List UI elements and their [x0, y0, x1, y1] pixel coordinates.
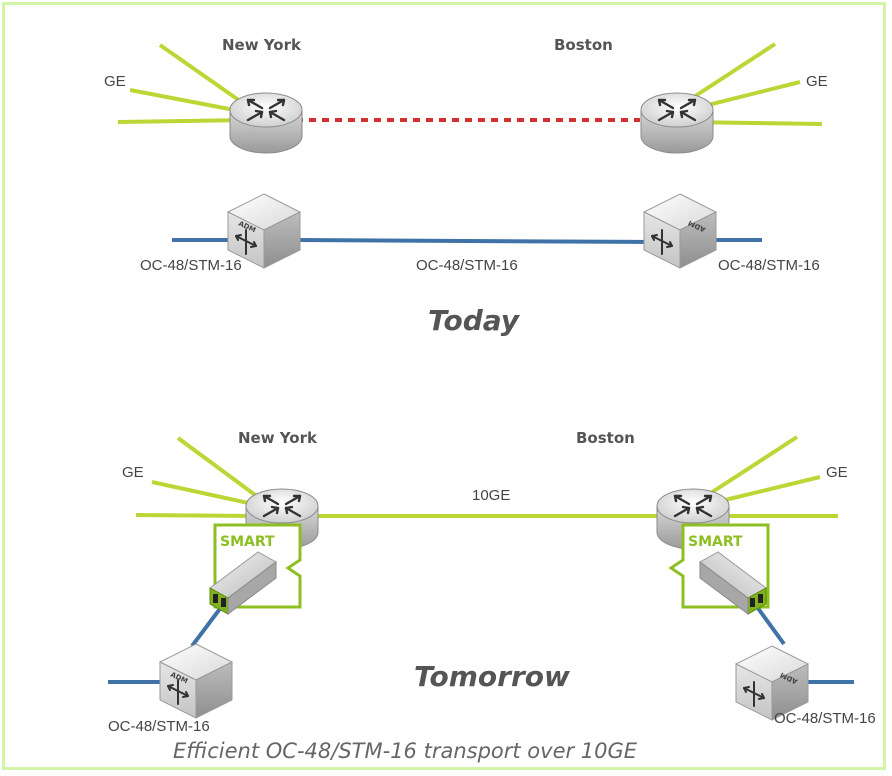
tomorrow-ge-label-right: GE: [826, 464, 848, 481]
today-ge-label-left: GE: [104, 73, 126, 90]
smart-logo: SMART: [688, 534, 743, 550]
today-heading: Today: [428, 304, 521, 337]
tomorrow-oc-label-left: OC-48/STM-16: [108, 718, 210, 735]
today-oc-label-right: OC-48/STM-16: [718, 257, 820, 274]
tomorrow-oc-label-right: OC-48/STM-16: [774, 710, 876, 727]
tomorrow-heading: Tomorrow: [414, 660, 570, 693]
today-city-right: Boston: [554, 36, 613, 54]
tomorrow-ge-label-left: GE: [122, 464, 144, 481]
today-section: ADM ADM New York Boston GE GE OC-48/STM-…: [104, 36, 828, 337]
smart-logo: SMART: [220, 534, 275, 550]
tomorrow-city-right: Boston: [576, 429, 635, 447]
tomorrow-link-label: 10GE: [472, 487, 510, 504]
today-city-left: New York: [222, 36, 302, 54]
today-oc-label-middle: OC-48/STM-16: [416, 257, 518, 274]
tomorrow-section: SMART SMART ADM ADM New York Boston GE G…: [108, 429, 876, 735]
adm-icon: [159, 643, 233, 719]
diagram-caption: Efficient OC-48/STM-16 transport over 10…: [173, 739, 638, 763]
tomorrow-ge-links-left: [135, 436, 264, 518]
router-icon: [228, 91, 304, 155]
today-sonet-link: [172, 238, 762, 244]
tomorrow-city-left: New York: [238, 429, 318, 447]
today-ge-label-right: GE: [806, 73, 828, 90]
today-oc-label-left: OC-48/STM-16: [140, 257, 242, 274]
router-icon: [639, 91, 715, 155]
